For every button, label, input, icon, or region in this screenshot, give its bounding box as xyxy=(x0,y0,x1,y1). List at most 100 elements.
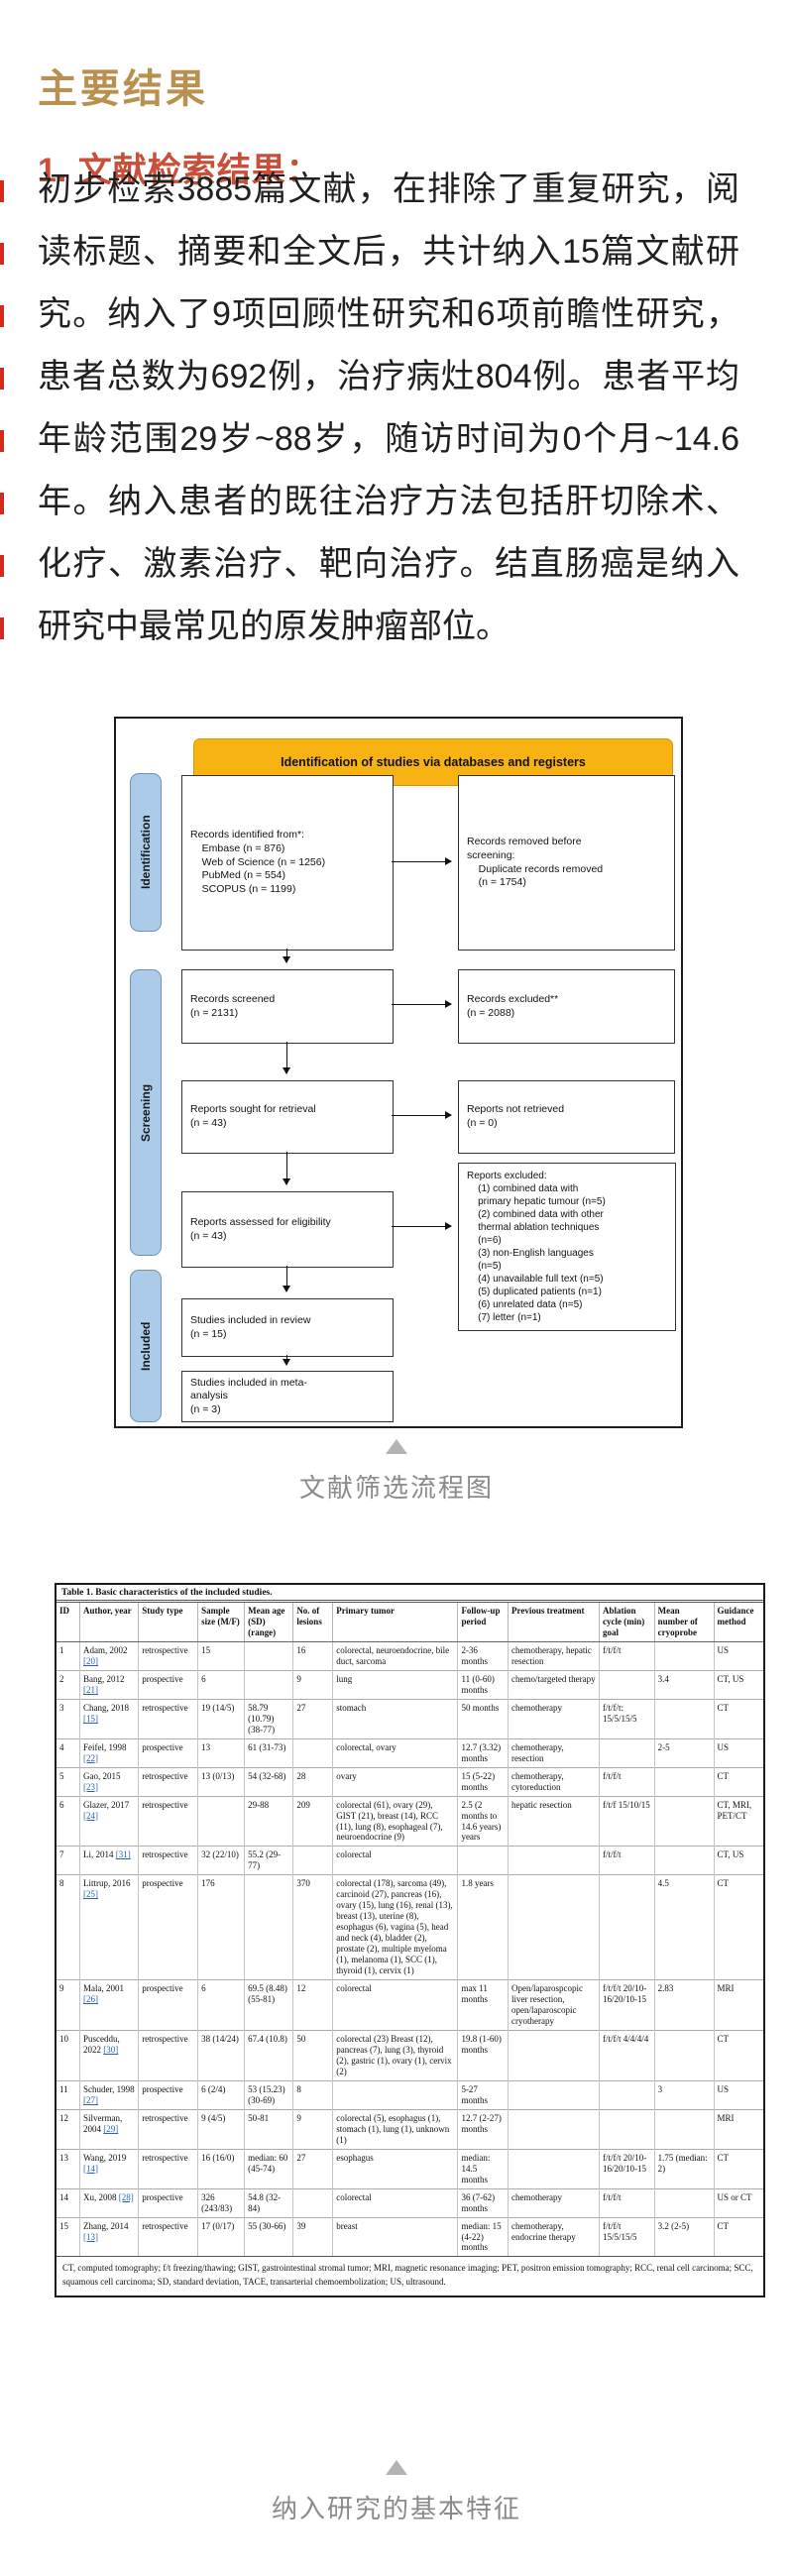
red-line-marker xyxy=(0,243,4,265)
table-cell: 50 xyxy=(292,2029,333,2081)
table-cell: retrospective xyxy=(138,1766,198,1797)
table-cell: CT, MRI, PET/CT xyxy=(713,1795,763,1847)
table-cell: 53 (15.23) (30-69) xyxy=(244,2079,293,2110)
table-cell: 50 months xyxy=(457,1698,509,1739)
table-cell xyxy=(599,1669,655,1700)
flow-arrow-down-icon xyxy=(283,1152,290,1185)
table-cell: colorectal (23) Breast (12), pancreas (7… xyxy=(332,2029,458,2081)
table-cell: US or CT xyxy=(713,2187,763,2218)
table-cell: lung xyxy=(332,1669,458,1700)
citation-link[interactable]: [22] xyxy=(83,1752,99,1763)
table-cell: 3 xyxy=(653,2079,715,2110)
table-cell: 15 (5-22) months xyxy=(457,1766,509,1797)
table-cell: f/t/f/t 20/10-16/20/10-15 xyxy=(599,1979,655,2031)
flow-box-text: Studies included in review (n = 15) xyxy=(190,1313,311,1340)
table-cell: Zhang, 2014 [13] xyxy=(79,2216,139,2257)
citation-link[interactable]: [31] xyxy=(115,1849,131,1860)
table-cell: chemo/targeted therapy xyxy=(508,1669,600,1700)
table-cell xyxy=(508,2029,600,2081)
table-cell xyxy=(508,2079,600,2110)
citation-link[interactable]: [26] xyxy=(83,1994,99,2005)
table-cell: CT, US xyxy=(713,1669,763,1700)
table-cell: retrospective xyxy=(138,1846,198,1875)
table-caption: 纳入研究的基本特征 xyxy=(0,2460,793,2525)
citation-link[interactable]: [13] xyxy=(83,2231,99,2242)
table-cell: 5-27 months xyxy=(457,2079,509,2110)
table-cell: 12 xyxy=(292,1979,333,2031)
table-cell: 2-36 months xyxy=(457,1640,509,1671)
table-cell: 8 xyxy=(292,2079,333,2110)
table-cell: Silverman, 2004 [29] xyxy=(79,2108,139,2150)
citation-link[interactable]: [27] xyxy=(83,2094,99,2105)
table-cell: retrospective xyxy=(138,2108,198,2150)
table-cell: retrospective xyxy=(138,1698,198,1739)
table-cell: colorectal (61), ovary (29), GIST (21), … xyxy=(332,1795,458,1847)
citation-link[interactable]: [23] xyxy=(83,1781,99,1792)
table-cell: 209 xyxy=(292,1795,333,1847)
flow-arrow-down-icon xyxy=(283,1355,290,1366)
table-cell: f/t/f/t xyxy=(599,1846,655,1875)
table-cell: 2 xyxy=(57,1669,80,1700)
results-paragraph: 初步检索3885篇文献，在排除了重复研究，阅读标题、摘要和全文后，共计纳入15篇… xyxy=(38,170,739,645)
table-cell: chemotherapy, cytoreduction xyxy=(508,1766,600,1797)
table-cell xyxy=(653,2187,715,2218)
table-cell: 32 (22/10) xyxy=(197,1846,245,1875)
citation-link[interactable]: [14] xyxy=(83,2163,99,2174)
red-line-marker xyxy=(0,617,4,639)
red-line-marker xyxy=(0,368,4,390)
table-header-cell: Primary tumor xyxy=(332,1603,458,1642)
table-cell: 11 (0-60) months xyxy=(457,1669,509,1700)
table-cell: chemotherapy xyxy=(508,1698,600,1739)
flow-box-included-review: Studies included in review (n = 15) xyxy=(181,1298,394,1357)
table-cell: 55 (30-66) xyxy=(244,2216,293,2257)
citation-link[interactable]: [28] xyxy=(118,2191,134,2202)
table-cell: 3.2 (2-5) xyxy=(653,2216,715,2257)
triangle-up-icon xyxy=(386,1439,407,1454)
citation-link[interactable]: [21] xyxy=(83,1684,99,1695)
table-cell: colorectal, ovary xyxy=(332,1737,458,1768)
table-cell: 27 xyxy=(292,2148,333,2189)
table-cell: 50-81 xyxy=(244,2108,293,2150)
table-cell: 3 xyxy=(57,1698,80,1739)
table-cell: CT xyxy=(713,1874,763,1980)
table-cell: colorectal (178), sarcoma (49), carcinoi… xyxy=(332,1874,458,1980)
table-header-cell: Study type xyxy=(138,1603,198,1642)
table-cell: colorectal, neuroendocrine, bile duct, s… xyxy=(332,1640,458,1671)
citation-link[interactable]: [25] xyxy=(83,1889,99,1900)
table-cell: 14 xyxy=(57,2187,80,2218)
flow-arrow-down-icon xyxy=(283,1266,290,1292)
table-cell: retrospective xyxy=(138,2029,198,2081)
table-cell: Open/laparospcopic liver resection, open… xyxy=(508,1979,600,2031)
citation-link[interactable]: [29] xyxy=(103,2123,119,2134)
table-cell: Xu, 2008 [28] xyxy=(79,2187,139,2218)
table-cell xyxy=(653,1846,715,1875)
table-cell: prospective xyxy=(138,1874,198,1980)
table-cell: colorectal (5), esophagus (1), stomach (… xyxy=(332,2108,458,2150)
table-cell: chemotherapy, hepatic resection xyxy=(508,1640,600,1671)
table-cell xyxy=(599,1874,655,1980)
table-cell: 9 xyxy=(57,1979,80,2031)
table-cell xyxy=(457,1846,509,1875)
citation-link[interactable]: [15] xyxy=(83,1713,99,1724)
table-header-cell: Sample size (M/F) xyxy=(197,1603,245,1642)
table-cell: 39 xyxy=(292,2216,333,2257)
table-cell xyxy=(599,2108,655,2150)
citation-link[interactable]: [30] xyxy=(103,2044,119,2055)
citation-link[interactable]: [24] xyxy=(83,1810,99,1821)
table-cell: 2.5 (2 months to 14.6 years) years xyxy=(457,1795,509,1847)
flow-box-reports-sought: Reports sought for retrieval (n = 43) xyxy=(181,1080,394,1154)
table-cell xyxy=(197,1795,245,1847)
table-cell: 58.79 (10.79) (38-77) xyxy=(244,1698,293,1739)
table-cell: 54.8 (32-84) xyxy=(244,2187,293,2218)
table-cell: chemotherapy, endocrine therapy xyxy=(508,2216,600,2257)
table-cell: 1.75 (median: 2) xyxy=(653,2148,715,2189)
table-cell: 326 (243/83) xyxy=(197,2187,245,2218)
table-header-cell: Ablation cycle (min) goal xyxy=(599,1603,655,1642)
citation-link[interactable]: [20] xyxy=(83,1655,99,1666)
table-cell: 55.2 (29-77) xyxy=(244,1846,293,1875)
